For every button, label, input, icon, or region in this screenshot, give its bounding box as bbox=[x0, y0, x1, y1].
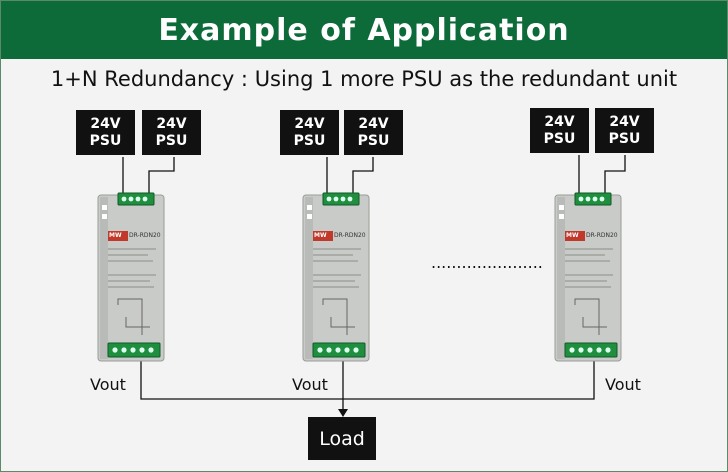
vout-label-3: Vout bbox=[605, 375, 641, 394]
load-box: Load bbox=[308, 417, 376, 460]
psu-voltage: 24V bbox=[156, 115, 187, 132]
vout-label-2: Vout bbox=[292, 375, 328, 394]
vout-label-1: Vout bbox=[90, 375, 126, 394]
psu-text: PSU bbox=[155, 132, 188, 149]
wire-out-right bbox=[343, 361, 595, 400]
wire-out-left bbox=[140, 361, 343, 400]
psu-box-2b: 24V PSU bbox=[344, 110, 403, 155]
psu-voltage: 24V bbox=[294, 115, 325, 132]
wire-g3-b bbox=[604, 155, 626, 197]
module-1-model: DR-RDN20 bbox=[129, 232, 161, 239]
subtitle: 1+N Redundancy : Using 1 more PSU as the… bbox=[50, 67, 678, 91]
module-1-brand: MW bbox=[109, 232, 122, 239]
psu-box-1a: 24V PSU bbox=[76, 110, 135, 155]
arrow-to-load bbox=[338, 409, 348, 417]
module-2-brand: MW bbox=[314, 232, 327, 239]
wire-g2-b bbox=[352, 157, 374, 197]
redundancy-module-3 bbox=[554, 192, 622, 362]
redundancy-module-1 bbox=[97, 192, 165, 362]
banner-title: Example of Application bbox=[1, 1, 727, 59]
psu-box-3b: 24V PSU bbox=[595, 108, 654, 153]
psu-voltage: 24V bbox=[609, 113, 640, 130]
psu-box-2a: 24V PSU bbox=[280, 110, 339, 155]
psu-text: PSU bbox=[608, 130, 641, 147]
psu-voltage: 24V bbox=[358, 115, 389, 132]
psu-box-1b: 24V PSU bbox=[142, 110, 201, 155]
redundancy-module-2 bbox=[302, 192, 370, 362]
psu-text: PSU bbox=[293, 132, 326, 149]
psu-voltage: 24V bbox=[544, 113, 575, 130]
psu-text: PSU bbox=[89, 132, 122, 149]
module-3-model: DR-RDN20 bbox=[586, 232, 618, 239]
module-3-brand: MW bbox=[566, 232, 579, 239]
psu-text: PSU bbox=[357, 132, 390, 149]
psu-text: PSU bbox=[543, 130, 576, 147]
more-units-ellipsis: ...................... bbox=[431, 253, 543, 272]
psu-box-3a: 24V PSU bbox=[530, 108, 589, 153]
psu-voltage: 24V bbox=[90, 115, 121, 132]
module-2-model: DR-RDN20 bbox=[334, 232, 366, 239]
wire-g1-b bbox=[148, 157, 175, 197]
